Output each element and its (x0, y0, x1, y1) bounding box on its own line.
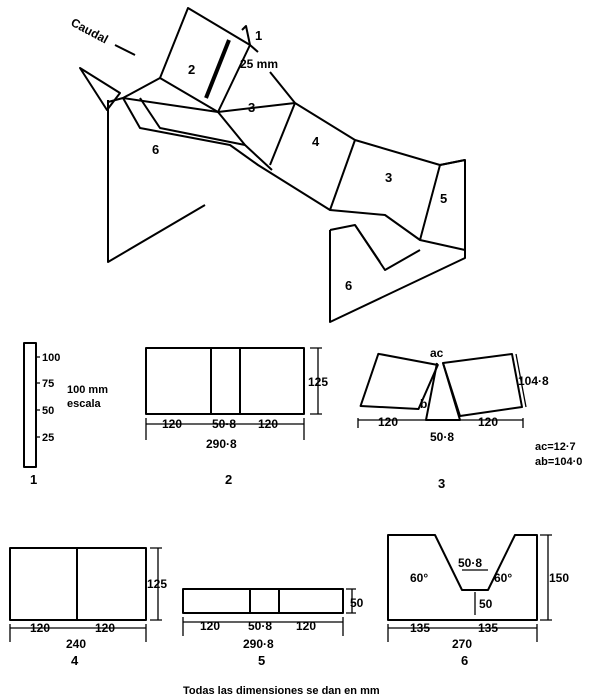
dimension-label: 4 (71, 653, 79, 668)
drawing-line (217, 111, 273, 171)
dimension-label: 135 (410, 621, 430, 635)
dimension-label: 50·8 (430, 430, 454, 444)
label-3a: 3 (248, 100, 255, 115)
label-1: 1 (255, 28, 262, 43)
dimension-label: 50 (350, 596, 364, 610)
drawing-line (249, 44, 259, 53)
drawing-line (354, 224, 381, 263)
drawing-line (359, 352, 439, 411)
label-2: 2 (188, 62, 195, 77)
dimension-label: b (420, 397, 427, 411)
drawing-line (419, 164, 441, 241)
dimension-label: 125 (308, 375, 328, 389)
isometric-view: Caudal 1 2 25 mm 3 4 3 5 6 6 (69, 7, 466, 323)
channel-floor (122, 97, 466, 251)
drawing-line (139, 97, 246, 146)
drawing-line (9, 547, 162, 642)
drawing-line (357, 353, 527, 428)
label-4: 4 (312, 134, 320, 149)
dimension-label: 120 (30, 621, 50, 635)
fig3-panel: ac b 104·8 120 50·8 120 ac=12·7 ab=104·0… (357, 346, 582, 491)
fig2-panel: 125 120 50·8 120 290·8 2 (145, 347, 328, 487)
footer-note: Todas las dimensiones se dan en mm (183, 685, 380, 697)
dimension-label: 25 (42, 432, 54, 444)
dimension-label: 104·8 (518, 374, 549, 388)
left-end-plate-6 (107, 100, 206, 263)
dimension-label: 50 (479, 597, 493, 611)
dimension-label: 50·8 (248, 619, 272, 633)
drawing-line (329, 139, 356, 211)
drawing-line (145, 347, 305, 415)
dimension-label: 125 (147, 577, 167, 591)
dimension-label: 290·8 (206, 437, 237, 451)
dimension-label: 120 (162, 417, 182, 431)
drawing-line (249, 589, 280, 613)
right-end-plate-6 (329, 230, 466, 323)
drawing-line (23, 342, 37, 468)
left-flap (79, 67, 121, 111)
label-6a: 6 (152, 142, 159, 157)
dimension-label: 75 (42, 378, 54, 390)
fig1-scale: 100 75 50 25 100 mm escala 1 (23, 342, 108, 487)
dimension-label: 120 (95, 621, 115, 635)
right-plate-5 (439, 159, 466, 250)
drawing-line (329, 224, 421, 271)
label-3b: 3 (385, 170, 392, 185)
fig4-panel: 125 120 120 240 4 (9, 547, 167, 668)
drawing-line (182, 588, 356, 636)
dimension-label: 5 (258, 653, 265, 668)
label-5: 5 (440, 191, 447, 206)
drawing-line (387, 534, 552, 642)
dimension-label: 2 (225, 472, 232, 487)
drawing-line (269, 102, 296, 166)
dimension-label: 100 mm (67, 384, 108, 396)
dimension-label: 100 (42, 352, 60, 364)
gauge-bar (204, 39, 231, 99)
fig6-panel: 60° 50·8 60° 50 150 135 135 270 6 (387, 534, 569, 668)
label-25mm: 25 mm (240, 57, 278, 71)
drawing-line (210, 348, 241, 414)
dimension-label: 50 (42, 405, 54, 417)
dimension-label: ac (430, 346, 444, 360)
dimension-label: 270 (452, 637, 472, 651)
dimension-label: 50·8 (212, 417, 236, 431)
fig5-panel: 50 120 50·8 120 290·8 5 (182, 588, 364, 668)
dimension-label: 50·8 (458, 556, 482, 570)
dimension-label: 60° (494, 571, 512, 585)
dimension-label: 120 (478, 415, 498, 429)
top-edge (269, 71, 466, 166)
dimension-label: 120 (258, 417, 278, 431)
dimension-label: 150 (549, 571, 569, 585)
drawing-line (425, 362, 461, 421)
dimension-label: 1 (30, 472, 37, 487)
flow-label: Caudal (69, 15, 111, 46)
drawing-line (145, 347, 322, 440)
dimension-label: 3 (438, 476, 445, 491)
dimension-label: 60° (410, 571, 428, 585)
dimension-label: 120 (200, 619, 220, 633)
drawing-line (182, 588, 344, 614)
dimension-label: 135 (478, 621, 498, 635)
dimension-label: 240 (66, 637, 86, 651)
drawing-line (36, 356, 40, 438)
flow-arrow (114, 44, 136, 56)
dimension-label: ab=104·0 (535, 456, 582, 468)
drawing-line (442, 353, 523, 417)
dimension-label: ac=12·7 (535, 441, 576, 453)
dimension-label: escala (67, 398, 102, 410)
panel-1 (241, 25, 251, 46)
dimension-label: 120 (378, 415, 398, 429)
drawing-line (387, 534, 538, 621)
dimension-label: 120 (296, 619, 316, 633)
dimension-label: 6 (461, 653, 468, 668)
label-6b: 6 (345, 278, 352, 293)
dimension-label: 290·8 (243, 637, 274, 651)
